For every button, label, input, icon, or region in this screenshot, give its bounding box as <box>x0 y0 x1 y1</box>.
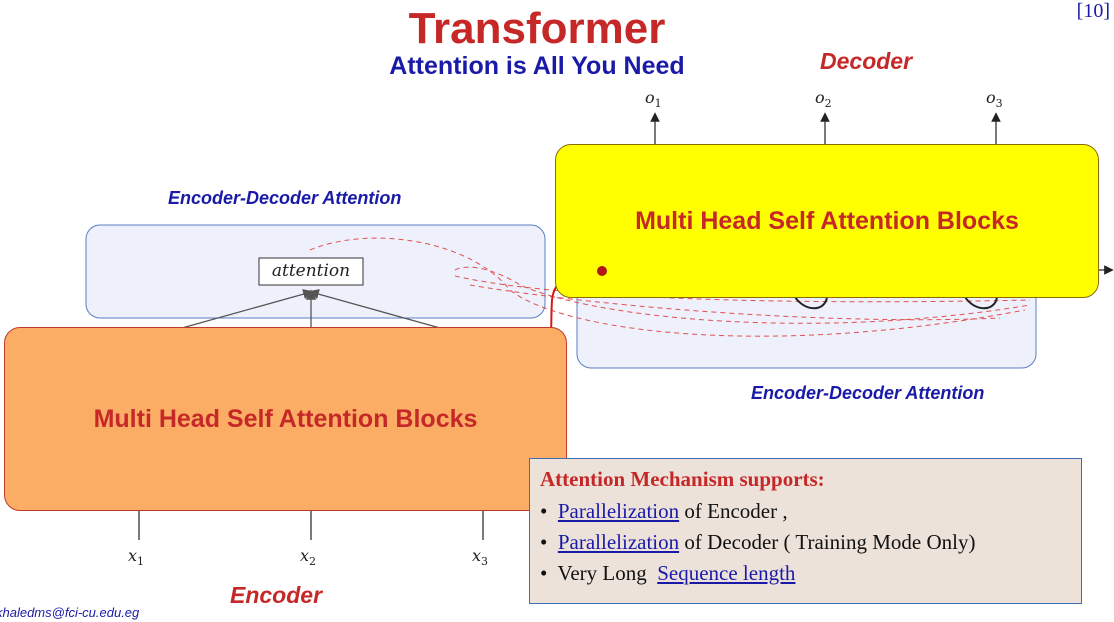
decoder-label: Decoder <box>820 48 913 74</box>
encoder-attention-block: Multi Head Self Attention Blocks <box>4 327 567 511</box>
encoder-input-1: x1 <box>128 546 145 569</box>
reference-number: [10] <box>1076 0 1110 22</box>
page-title: Transformer <box>408 4 666 53</box>
encoder-block-label: Multi Head Self Attention Blocks <box>93 404 478 433</box>
encoder-input-3: x3 <box>472 546 489 569</box>
encoder-decoder-attention-label-top: Encoder-Decoder Attention <box>168 188 402 208</box>
attention-node-label: attention <box>271 261 351 281</box>
decoder-output-1: o1 <box>645 88 662 111</box>
decoder-loop-2 <box>964 296 998 310</box>
info-bullet-3: • Very Long Sequence length <box>540 561 796 585</box>
info-bullet-1: • Parallelization of Encoder , <box>540 499 788 523</box>
info-bullet-2: • Parallelization of Decoder ( Training … <box>540 530 976 554</box>
author-email: khaledms@fci-cu.edu.eg <box>0 605 140 620</box>
encoder-label: Encoder <box>230 582 323 608</box>
decoder-block-label: Multi Head Self Attention Blocks <box>635 206 1019 235</box>
parallelization-link-1[interactable]: Parallelization <box>557 499 680 523</box>
parallelization-link-2[interactable]: Parallelization <box>557 530 680 554</box>
decoder-loop-1 <box>794 296 828 310</box>
info-box-title: Attention Mechanism supports: <box>540 467 825 491</box>
sequence-length-link[interactable]: Sequence length <box>657 561 796 585</box>
dashed-attention-curve-4 <box>469 284 1001 321</box>
decoder-output-2: o2 <box>815 88 832 111</box>
decoder-attention-block: Multi Head Self Attention Blocks <box>555 144 1099 298</box>
encoder-to-attention-line-left <box>181 289 314 329</box>
page-subtitle: Attention is All You Need <box>389 52 685 80</box>
attention-mechanism-info-box: Attention Mechanism supports: • Parallel… <box>529 458 1082 604</box>
dashed-attention-curve-2 <box>454 275 1031 303</box>
connector-end-dot <box>597 266 607 276</box>
decoder-output-3: o3 <box>986 88 1003 111</box>
encoder-decoder-attention-label-bottom: Encoder-Decoder Attention <box>751 383 985 403</box>
encoder-to-attention-line-right <box>308 289 441 329</box>
dashed-attention-curve-1 <box>309 237 1026 337</box>
encoder-input-2: x2 <box>300 546 317 569</box>
attention-node-box <box>258 257 364 286</box>
